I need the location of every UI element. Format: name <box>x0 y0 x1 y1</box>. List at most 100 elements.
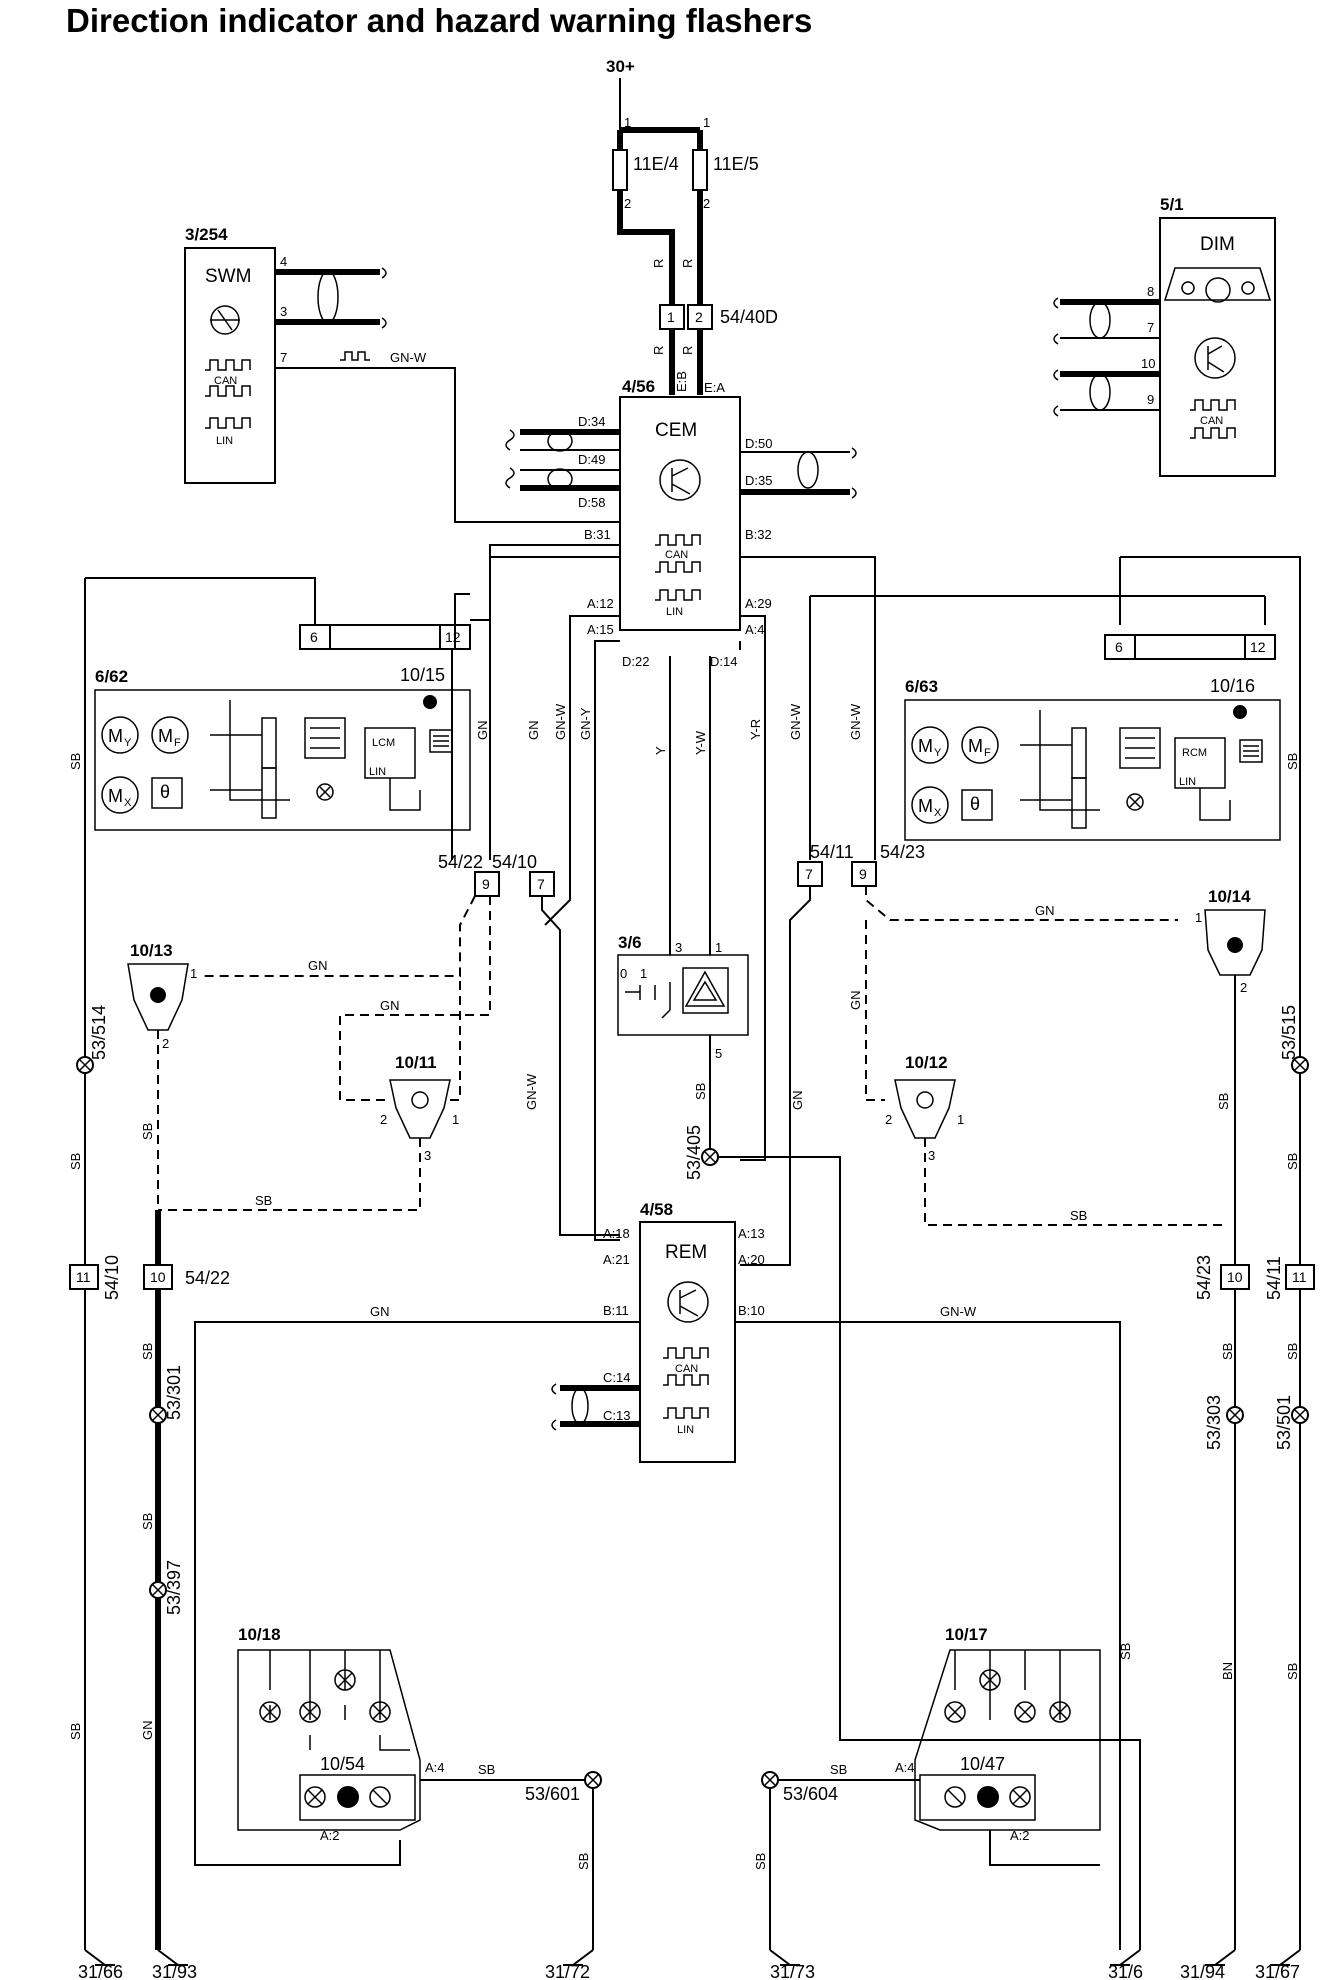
splice-53301: 53/301 <box>164 1365 184 1420</box>
wire-gn-d: GN <box>380 998 400 1013</box>
cem-transistor-icon <box>659 459 701 501</box>
ground-3172: 31/72 <box>545 1949 594 1980</box>
c5440d-p2: 2 <box>695 309 703 325</box>
lm-mf: M <box>158 726 173 746</box>
lamp-1015-label: 10/15 <box>400 665 445 685</box>
fuse1-pin1: 1 <box>624 115 631 130</box>
lm-lin: LIN <box>369 766 386 778</box>
lamp-1014 <box>1204 909 1266 976</box>
wire-sb-n: SB <box>1285 1663 1300 1680</box>
wire-sb-m: SB <box>1285 1343 1300 1360</box>
hazard-switch[interactable] <box>617 954 749 1036</box>
cem-pin-b32: B:32 <box>745 527 772 542</box>
conn-5411b-label: 54/11 <box>1264 1256 1284 1300</box>
wire-yr: Y-R <box>748 719 763 740</box>
splice-53405: 53/405 <box>684 1125 704 1180</box>
svg-text:31/66: 31/66 <box>78 1962 123 1980</box>
conn-5410-n7: 7 <box>537 876 545 892</box>
wire-gn-c: GN <box>308 958 328 973</box>
splice-53397: 53/397 <box>164 1560 184 1615</box>
fuse-11e4 <box>612 149 628 191</box>
cem-name: CEM <box>655 420 697 441</box>
rm-myy: Y <box>934 747 942 759</box>
cem-pin-eb: E:B <box>674 371 689 392</box>
svg-text:31/6: 31/6 <box>1108 1962 1143 1980</box>
dim-ref: 5/1 <box>1160 195 1184 214</box>
lm-ctrl: LCM <box>372 737 395 749</box>
conn-5423b-n10: 10 <box>1227 1269 1243 1285</box>
l1014-p2: 2 <box>1240 980 1247 995</box>
swm-name: SWM <box>205 266 251 287</box>
lm-theta: θ <box>160 782 170 802</box>
ground-3166: 31/66 <box>78 1949 123 1980</box>
hazard-ref: 3/6 <box>618 933 642 952</box>
wire-sb-hz: SB <box>693 1083 708 1100</box>
splice-53604: 53/604 <box>783 1784 838 1804</box>
rem-pin-b11: B:11 <box>603 1303 629 1318</box>
wire-gn-b: GN <box>526 721 541 741</box>
lamp-1013 <box>127 963 189 1031</box>
wire-yw: Y-W <box>693 730 708 755</box>
lamp-1012 <box>894 1079 956 1139</box>
ground-3194: 31/94 <box>1180 1949 1236 1980</box>
lmirror-p12: 12 <box>445 629 461 645</box>
swm-module <box>184 247 276 484</box>
l1047-a4: A:4 <box>895 1760 915 1775</box>
cem-pin-d22: D:22 <box>622 654 649 669</box>
svg-text:31/67: 31/67 <box>1255 1962 1300 1980</box>
l1012-p3: 3 <box>928 1148 935 1163</box>
wire-sb-f: SB <box>68 753 83 770</box>
rem-ref: 4/58 <box>640 1200 673 1219</box>
cem-pin-a12: A:12 <box>587 596 614 611</box>
right-mirror-module <box>904 699 1281 841</box>
hz-s1: 1 <box>640 966 647 981</box>
conn-5410-label: 54/10 <box>492 852 537 872</box>
wire-sb-k: SB <box>1285 753 1300 770</box>
wire-gnw-c: GN-W <box>848 703 863 740</box>
fuse-11e5 <box>692 149 708 191</box>
swm-p3: 3 <box>280 304 287 319</box>
rem-transistor-icon <box>667 1281 709 1323</box>
l1013-p2: 2 <box>162 1036 169 1051</box>
wire-sb-q: SB <box>576 1853 591 1870</box>
rm-my: M <box>918 736 933 756</box>
conn-5411-n7: 7 <box>805 866 813 882</box>
ground-3173: 31/73 <box>769 1949 815 1980</box>
wire-sb-p: SB <box>478 1762 495 1777</box>
lm-mx: M <box>108 786 123 806</box>
lm-my: M <box>108 726 123 746</box>
splice-53514: 53/514 <box>89 1005 109 1060</box>
dim-p9: 9 <box>1147 392 1154 407</box>
dim-p10: 10 <box>1141 356 1155 371</box>
ground-3167: 31/67 <box>1255 1949 1301 1980</box>
l1012-p2: 2 <box>885 1112 892 1127</box>
wire-sb-o: SB <box>1220 1343 1235 1360</box>
rem-lin: LIN <box>677 1424 694 1436</box>
hz-p1: 1 <box>715 940 722 955</box>
dim-can: CAN <box>1200 415 1223 427</box>
wire-gn-a: GN <box>475 721 490 741</box>
conn-5422-n9: 9 <box>482 876 490 892</box>
wire-gn-i: GN <box>140 1721 155 1741</box>
wire-sb-r: SB <box>830 1762 847 1777</box>
hz-s0: 0 <box>620 966 627 981</box>
l1011-p3: 3 <box>424 1148 431 1163</box>
lm-mxx: X <box>124 797 132 809</box>
splice-53303: 53/303 <box>1204 1395 1224 1450</box>
lamp-1013-label: 10/13 <box>130 941 173 960</box>
cem-pin-d35: D:35 <box>745 473 772 488</box>
hazard-triangle-icon <box>684 970 726 1007</box>
cem-lin: LIN <box>666 606 683 618</box>
swm-p4: 4 <box>280 254 287 269</box>
svg-text:31/73: 31/73 <box>770 1962 815 1980</box>
cem-pin-d34: D:34 <box>578 414 605 429</box>
diagram-title: Direction indicator and hazard warning f… <box>66 2 812 39</box>
fuse1-label: 11E/4 <box>633 154 679 174</box>
wire-gnw-swm: GN-W <box>390 350 427 365</box>
conn-5410b-n11: 11 <box>76 1269 91 1285</box>
left-mirror-module <box>94 689 471 831</box>
l1047-a2: A:2 <box>1010 1828 1030 1843</box>
dim-p7: 7 <box>1147 320 1154 335</box>
lamp-1011 <box>389 1079 451 1139</box>
